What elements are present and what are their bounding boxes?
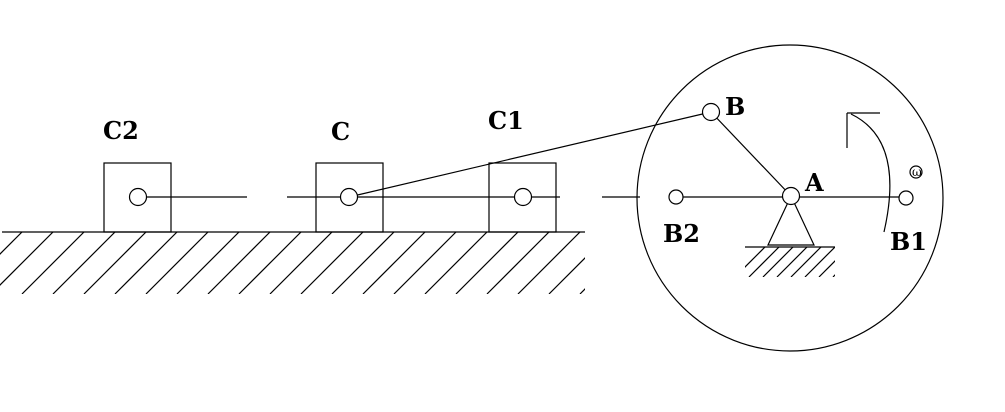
hatch-line [0,232,54,286]
label-omega: ω [912,165,922,179]
hatch-line [52,232,116,294]
support-hatch-line [818,260,835,277]
support-hatch-line [790,247,822,277]
hatch-line [424,232,488,294]
support-hatch-line [762,247,794,277]
hatch-line [238,232,302,294]
hatch-line [145,232,209,294]
slider-c [315,162,384,233]
hatch-line [114,232,178,294]
pin-c1 [513,187,533,207]
crank-arm [710,111,792,197]
label-c2: C2 [103,116,139,145]
slider-c2 [103,162,172,233]
hatch-line [579,288,585,294]
ground [0,231,585,294]
hatch-line [548,257,585,294]
hatch-line [517,232,581,294]
hatch-line [83,232,147,294]
label-b1: B1 [890,227,927,256]
fixed-support-a [745,194,877,277]
hatch-line [207,232,271,294]
hatch-line [486,232,550,294]
support-hatch-line [776,247,808,277]
support-hatch-line [832,274,835,277]
slider-c1 [488,162,557,233]
hatch-line [393,232,457,294]
hatch-line [21,232,85,294]
hatch-line [176,232,240,294]
support-hatch-line [745,247,766,268]
hatch-line [331,232,395,294]
pin-c2 [128,187,148,207]
hatch-line [0,232,23,255]
hatch-line [455,232,519,294]
label-b: B [725,92,745,121]
connecting-rod [348,111,712,198]
crank-circle [636,44,944,352]
support-hatch-line [748,247,780,277]
ground-hatching [0,232,585,294]
support-hatch-line [804,247,835,277]
label-c1: C1 [488,106,524,135]
hatch-line [300,232,364,294]
support-hatch-line [847,247,877,277]
hatch-line [269,232,333,294]
pin-c [339,187,359,207]
label-c: C [331,117,350,146]
omega-circle [909,165,923,179]
hatch-line [362,232,426,294]
rotation-arrow [846,112,891,233]
pin-a [781,186,801,206]
pin-b1 [898,190,914,206]
pin-b [701,102,721,122]
label-a: A [804,168,824,197]
label-b2: B2 [663,219,700,248]
pin-b2 [668,189,684,205]
